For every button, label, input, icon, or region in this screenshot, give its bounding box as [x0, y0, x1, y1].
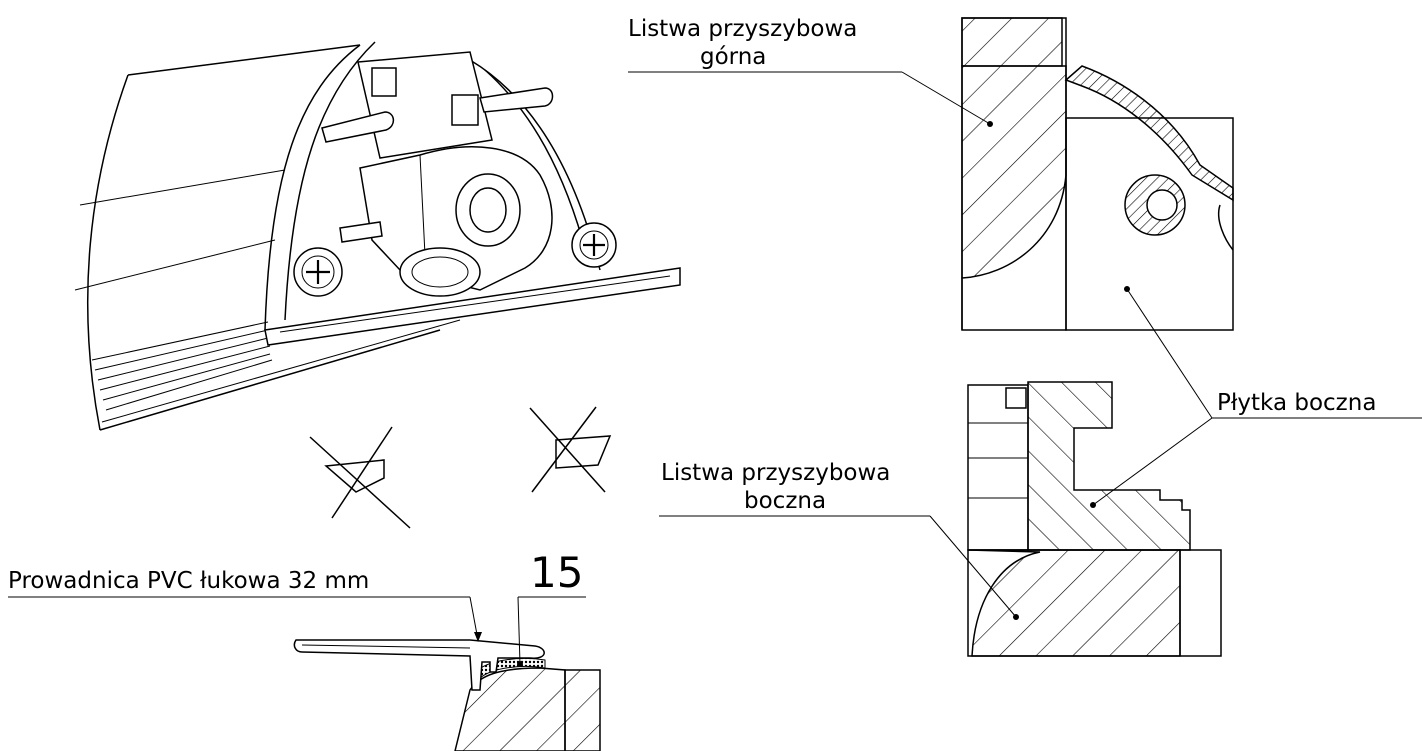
mechanism-isometric-view: [74, 41, 681, 431]
label-side-bead-line2: boczna: [744, 488, 827, 514]
crossed-out-cut-icon: [309, 426, 411, 529]
label-guide: Prowadnica PVC łukowa 32 mm: [8, 568, 370, 594]
label-side-bead-line1: Listwa przyszybowa: [661, 460, 891, 486]
guide-section-view: [8, 596, 601, 751]
crossed-out-cut-icon: [529, 406, 612, 493]
dimension-label: 15: [530, 548, 584, 597]
label-top-bead-line1: Listwa przyszybowa: [628, 16, 858, 42]
side-section-view: [659, 381, 1222, 657]
top-section-view: [628, 17, 1422, 419]
label-side-plate: Płytka boczna: [1217, 390, 1377, 416]
label-top-bead-line2: górna: [700, 44, 767, 70]
